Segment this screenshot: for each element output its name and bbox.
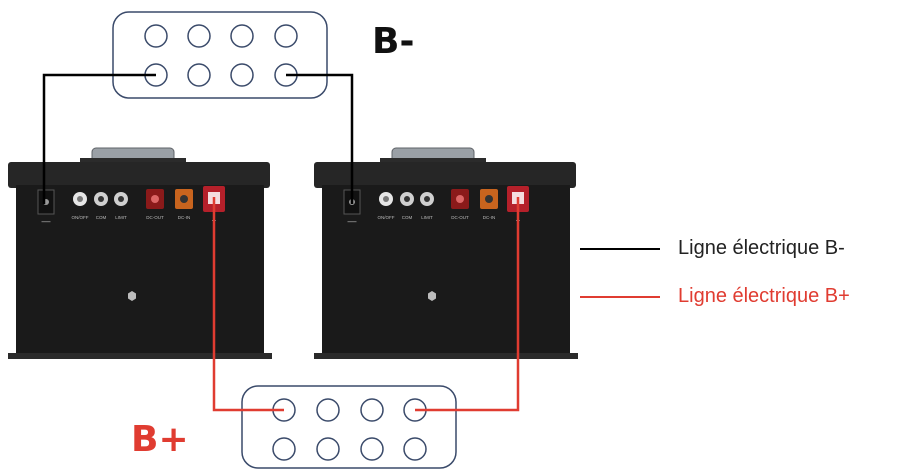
busbar-hole xyxy=(187,63,211,87)
port-label-onoff: ON/OFF xyxy=(72,215,89,220)
busbar-hole xyxy=(316,437,340,461)
legend-swatch-negative xyxy=(580,247,660,250)
terminal-mark-negative: — xyxy=(42,216,51,226)
legend-label-negative: Ligne électrique B- xyxy=(678,237,845,259)
busbar-hole xyxy=(187,24,211,48)
busbar-hole xyxy=(360,398,384,422)
battery-body xyxy=(322,185,570,357)
wire-negative-battery-2 xyxy=(286,73,354,204)
busbar-hole xyxy=(272,437,296,461)
busbar-negative xyxy=(112,11,328,99)
battery-shadow xyxy=(314,353,578,359)
legend-item-positive: Ligne électrique B+ xyxy=(580,285,850,308)
port-label-limit: LIMIT xyxy=(421,215,433,220)
body-screw xyxy=(428,291,436,301)
busbar-positive-label: B+ xyxy=(131,419,189,460)
port-label-dc-in: DC-IN xyxy=(178,215,191,220)
busbar-hole xyxy=(316,398,340,422)
terminal-mark-negative: — xyxy=(348,216,357,226)
battery-shadow xyxy=(8,353,272,359)
wire-positive-battery-2 xyxy=(415,197,520,412)
busbar-hole xyxy=(230,63,254,87)
battery-1: — + ON/OFF COM LIMIT DC-OUT DC-IN xyxy=(8,147,272,359)
busbar-hole xyxy=(403,437,427,461)
battery-2: — + ON/OFF COM LIMIT DC-OUT DC-IN xyxy=(314,147,578,359)
battery-lid xyxy=(8,162,270,188)
negative-wires xyxy=(42,73,354,204)
busbar-negative-label: B- xyxy=(372,21,415,62)
busbar-positive xyxy=(241,385,457,469)
busbar-hole xyxy=(360,437,384,461)
busbar-hole xyxy=(144,24,168,48)
legend-label-positive: Ligne électrique B+ xyxy=(678,285,850,307)
battery-lid xyxy=(314,162,576,188)
port-label-onoff: ON/OFF xyxy=(378,215,395,220)
legend-item-negative: Ligne électrique B- xyxy=(580,237,845,260)
port-label-com: COM xyxy=(96,215,107,220)
wire-negative-battery-1 xyxy=(42,73,156,204)
port-label-com: COM xyxy=(402,215,413,220)
wire-positive-battery-1 xyxy=(212,197,284,412)
legend-swatch-positive xyxy=(580,295,660,298)
body-screw xyxy=(128,291,136,301)
busbar-hole xyxy=(230,24,254,48)
port-label-dc-out: DC-OUT xyxy=(146,215,164,220)
busbar-hole xyxy=(274,24,298,48)
port-label-dc-in: DC-IN xyxy=(483,215,496,220)
port-label-dc-out: DC-OUT xyxy=(451,215,469,220)
battery-body xyxy=(16,185,264,357)
positive-wires xyxy=(212,197,520,412)
port-label-limit: LIMIT xyxy=(115,215,127,220)
